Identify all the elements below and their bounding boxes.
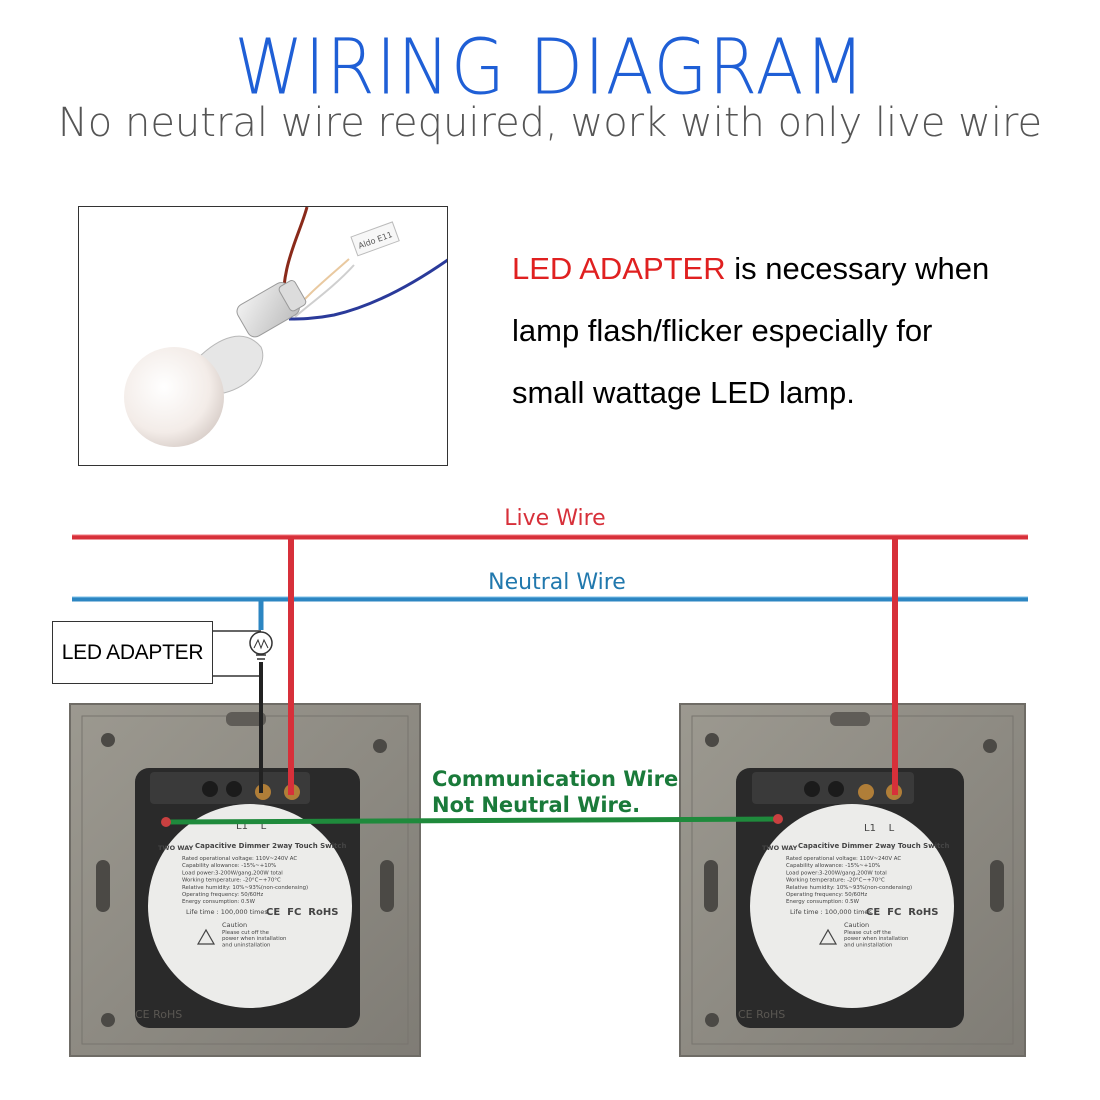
communication-wire [165,816,779,825]
switch-right-life: Life time : 100,000 times [790,908,872,916]
switch-right-warning-icon [818,928,838,945]
bulb-with-adapter-illustration: Aldo E11 [124,207,447,447]
switch-right-terminal-text: L1 L [864,823,895,834]
switch-left: L1 L TWO WAY Capacitive Dimmer 2way Touc… [69,703,421,1057]
caution-line: and uninstallation [222,942,270,948]
spec-line: Operating frequency: 50/60Hz [182,892,263,898]
switch-left-label [148,804,352,1008]
switch-right-stamp: CE RoHS [738,1008,785,1021]
led-adapter-box: LED ADAPTER [52,621,213,684]
caution-line: and uninstallation [844,942,892,948]
adapter-lead-2 [294,264,355,318]
switch-left-caution-title: Caution [222,921,247,929]
blue-wire [288,258,447,321]
caution-line: Please cut off the [844,930,892,936]
spec-line: Rated operational voltage: 110V~240V AC [786,856,901,862]
neutral-wire-label: Neutral Wire [488,570,626,595]
led-adapter-label: LED ADAPTER [61,640,204,664]
spec-line: Working temperature: -20°C~+70°C [786,878,885,884]
diagram-subtitle: No neutral wire required, work with only… [57,100,1043,146]
switch-right-label [750,804,954,1008]
spec-line: Relative humidity: 10%~93%(non-condensin… [786,885,912,891]
spec-line: Energy consumption: 0.5W [182,899,256,905]
spec-line: Load power:3-200W/gang,200W total [182,870,283,876]
live-wire-label: Live Wire [504,506,606,531]
led-adapter-photo: Aldo E11 [78,206,448,466]
switch-left-stamp: CE RoHS [135,1008,182,1021]
slot-top-left [226,712,266,726]
switch-left-brand: TWO WAY [158,844,194,852]
diagram-title: WIRING DIAGRAM [234,22,866,113]
switch-left-certs: CE FC RoHS [266,907,338,918]
switch-right: L1 L TWO WAY Capacitive Dimmer 2way Touc… [679,703,1026,1057]
switch-right-caution-title: Caution [844,921,869,929]
spec-line: Capability allowance: -15%~+10% [182,863,276,869]
communication-wire-label: Communication Wire Not Neutral Wire. [432,766,678,818]
spec-line: Working temperature: -20°C~+70°C [182,878,281,884]
adapter-note: LED ADAPTER is necessary when lamp flash… [512,238,1072,424]
caution-line: power when installation [844,936,908,942]
switch-left-warning-icon [196,928,216,945]
spec-line: Rated operational voltage: 110V~240V AC [182,856,297,862]
note-line-1: LED ADAPTER is necessary when [512,238,1072,300]
switch-right-brand: TWO WAY [762,844,798,852]
bulb-socket [236,280,307,338]
note-line-2: lamp flash/flicker especially for [512,313,933,348]
switch-left-life: Life time : 100,000 times [186,908,268,916]
note-highlight: LED ADAPTER [512,251,726,286]
switch-left-terminal-text: L1 L [236,821,267,832]
bulb-globe [124,347,224,447]
switch-right-certs: CE FC RoHS [866,907,938,918]
spec-line: Operating frequency: 50/60Hz [786,892,867,898]
switch-right-product: Capacitive Dimmer 2way Touch Switch [798,842,950,850]
spec-line: Load power:3-200W/gang,200W total [786,870,887,876]
communication-line-1: Communication Wire [432,767,679,791]
spec-line: Energy consumption: 0.5W [786,899,860,905]
spec-line: Relative humidity: 10%~93%(non-condensin… [182,885,308,891]
lamp-icon [249,631,273,660]
spec-line: Capability allowance: -15%~+10% [786,863,880,869]
switch-left-specs: Rated operational voltage: 110V~240V ACC… [182,856,308,905]
adapter-module: Aldo E11 [350,221,400,257]
slot-top-right [830,712,870,726]
switch-right-specs: Rated operational voltage: 110V~240V ACC… [786,856,912,905]
caution-line: Please cut off the [222,930,270,936]
communication-line-2: Not Neutral Wire. [432,793,641,817]
switch-left-product: Capacitive Dimmer 2way Touch Switch [195,842,347,850]
note-line-3: small wattage LED lamp. [512,375,855,410]
caution-line: power when installation [222,936,286,942]
note-line-1-rest: is necessary when [725,251,990,286]
